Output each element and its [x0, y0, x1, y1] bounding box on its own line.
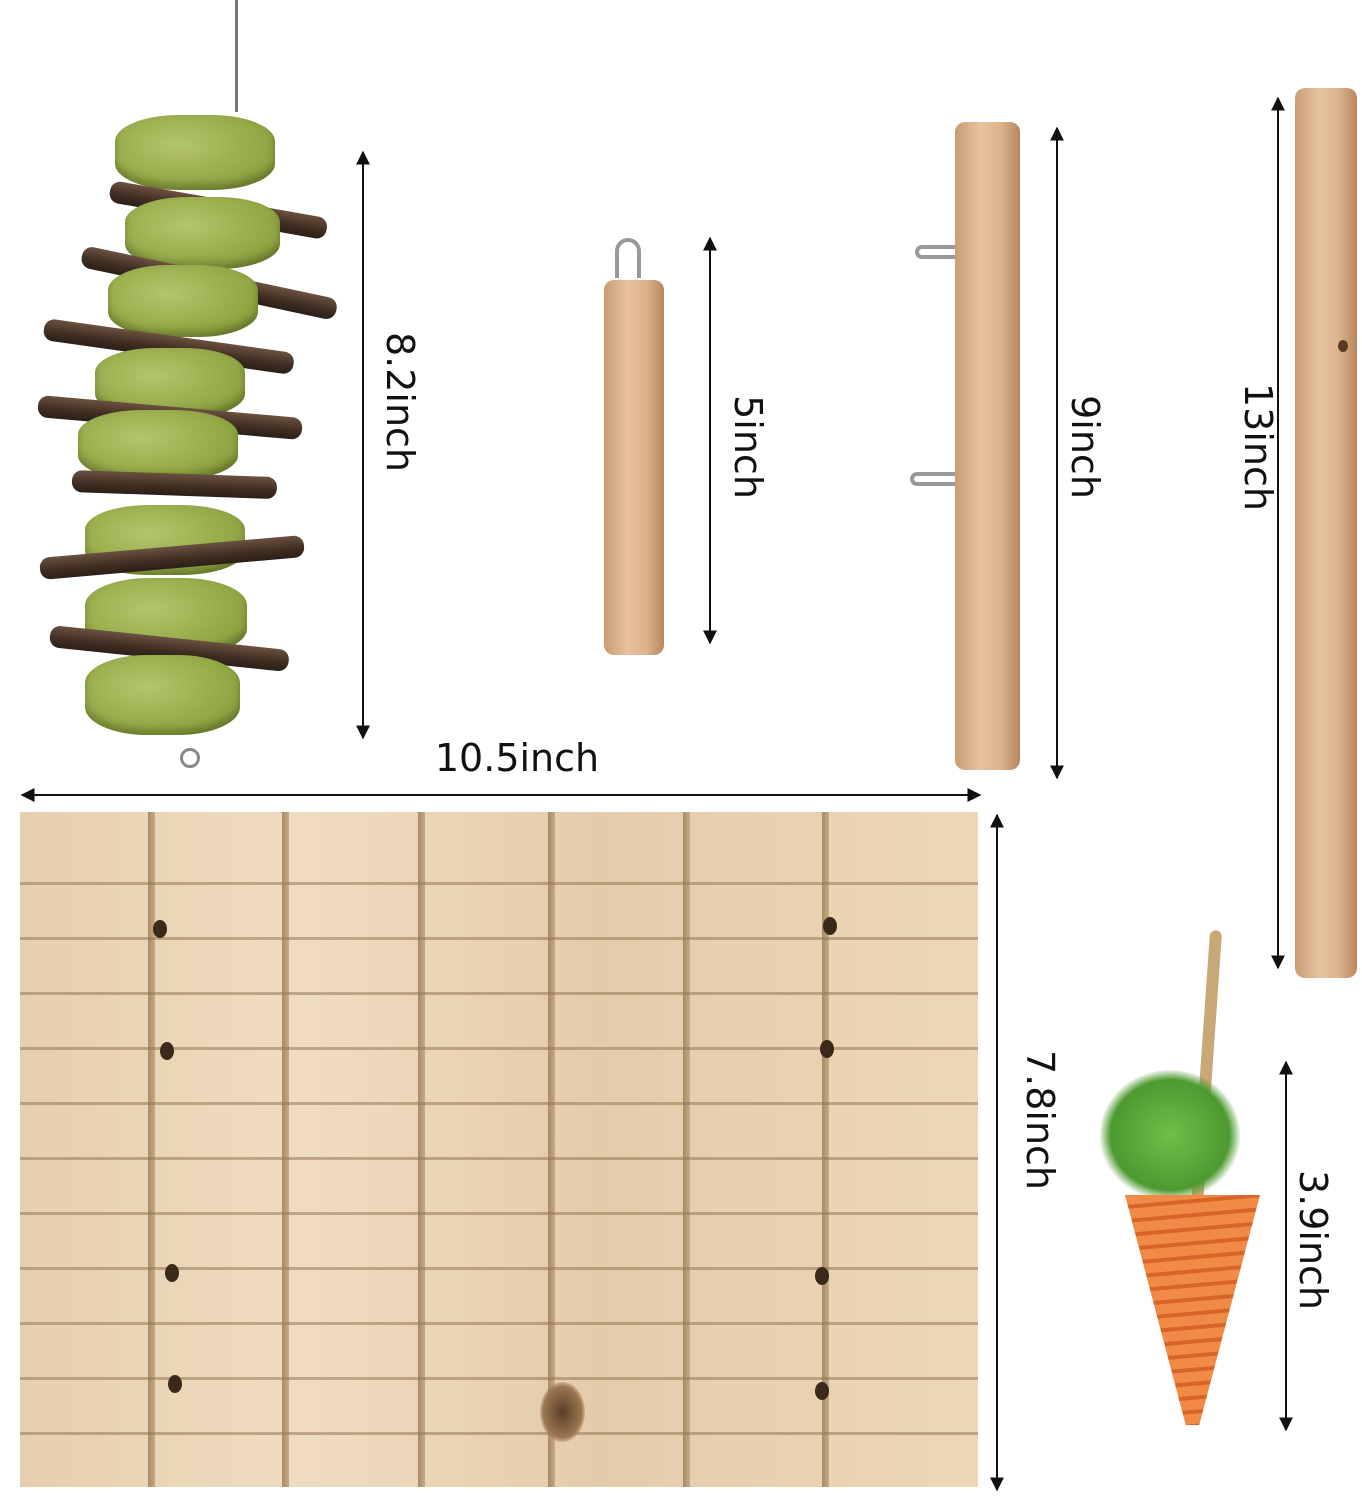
short-perch-hook	[615, 238, 641, 278]
label-short-perch: 5inch	[726, 395, 770, 499]
short-perch	[604, 280, 664, 655]
long-perch-hole	[1338, 340, 1348, 352]
label-chew-stack: 8.2inch	[378, 331, 422, 473]
medium-perch	[955, 122, 1020, 770]
label-board-height: 7.8inch	[1018, 1049, 1062, 1191]
label-carrot: 3.9inch	[1291, 1169, 1335, 1311]
hanging-wire	[235, 0, 238, 112]
bottom-hook	[180, 748, 200, 768]
long-perch	[1295, 88, 1357, 978]
wood-knot	[540, 1382, 585, 1442]
medium-perch-hook-top	[915, 245, 961, 259]
label-board-width: 10.5inch	[434, 736, 600, 780]
grass-chew-toy	[30, 0, 350, 780]
wooden-platform-board	[20, 812, 978, 1487]
label-medium-perch: 9inch	[1063, 395, 1107, 499]
grass-top	[1100, 1070, 1240, 1200]
medium-perch-hook-bottom	[910, 472, 960, 486]
carrot-toy	[1080, 910, 1270, 1430]
label-long-perch: 13inch	[1236, 383, 1280, 511]
